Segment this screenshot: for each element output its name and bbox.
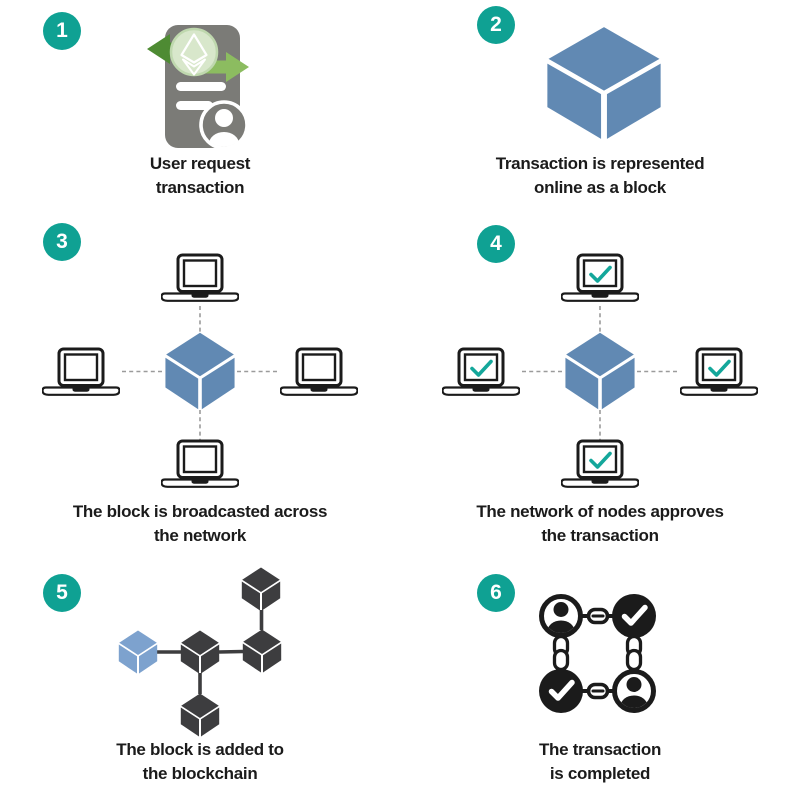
check-laptop-icon-bottom — [562, 441, 639, 487]
dashed-connector — [522, 306, 678, 459]
step-number-badge: 3 — [43, 223, 81, 261]
chain-block-cube-icon — [241, 567, 281, 611]
document-text-line — [176, 82, 226, 91]
completed-chain-icon — [539, 594, 656, 713]
step-number-badge: 1 — [43, 12, 81, 50]
block-cube-icon — [565, 332, 635, 410]
step-2: 2 Transaction is represented online as a… — [400, 0, 800, 210]
laptop-icon-left — [42, 347, 120, 397]
step-caption: The transaction is completed — [538, 740, 662, 783]
step-caption: The block is added to the blockchain — [116, 740, 284, 783]
step-6: 6 — [400, 540, 800, 800]
step-number-badge: 4 — [477, 225, 515, 263]
document-text-line — [176, 101, 213, 110]
step-5: 5 The block is added to the blockchain — [0, 540, 400, 800]
step-caption: Transaction is represented online as a b… — [495, 154, 705, 197]
blockchain-icon — [118, 567, 282, 737]
chain-link-icon — [552, 607, 643, 700]
step-3: 3 The block is broadcasted across the ne… — [0, 210, 400, 545]
ethereum-coin-icon — [169, 27, 219, 77]
user-node-icon — [612, 669, 656, 713]
step-number: 4 — [490, 232, 502, 255]
chain-block-cube-icon — [242, 629, 282, 673]
step-number-badge: 6 — [477, 574, 515, 612]
step-4: 4 The network of nodes approves the tran… — [400, 210, 800, 545]
step-number-badge: 5 — [43, 574, 81, 612]
laptop-icon-bottom — [161, 439, 239, 489]
check-laptop-icon-right — [681, 349, 758, 395]
user-node-icon — [539, 594, 583, 638]
step-number: 1 — [56, 19, 68, 42]
step-number: 2 — [490, 13, 502, 36]
user-request-icon — [147, 25, 249, 150]
step-number: 3 — [56, 230, 68, 253]
broadcast-network-icon — [42, 253, 358, 489]
right-arrow-icon — [199, 52, 249, 82]
check-node-icon — [539, 669, 583, 713]
dashed-connector — [122, 306, 278, 459]
step-caption: The network of nodes approves the transa… — [476, 502, 724, 545]
block-cube-icon — [165, 332, 235, 410]
step-1: 1 User request transaction — [0, 0, 400, 210]
approval-network-icon — [442, 253, 758, 489]
step-caption: User request transaction — [149, 154, 251, 197]
check-node-icon — [612, 594, 656, 638]
user-avatar-icon — [199, 100, 249, 150]
step-number: 6 — [490, 581, 502, 604]
step-caption: The block is broadcasted across the netw… — [72, 502, 328, 545]
block-cube-icon — [547, 27, 661, 139]
step-number: 5 — [56, 581, 68, 604]
chain-block-cube-icon — [180, 630, 220, 674]
laptop-icon-top — [161, 253, 239, 303]
step-number-badge: 2 — [477, 6, 515, 44]
check-laptop-icon-top — [562, 255, 639, 301]
laptop-icon-right — [280, 347, 358, 397]
chain-block-cube-icon — [180, 693, 220, 737]
new-block-cube-icon — [118, 630, 158, 674]
check-laptop-icon-left — [443, 349, 520, 395]
block-connector — [157, 610, 264, 694]
